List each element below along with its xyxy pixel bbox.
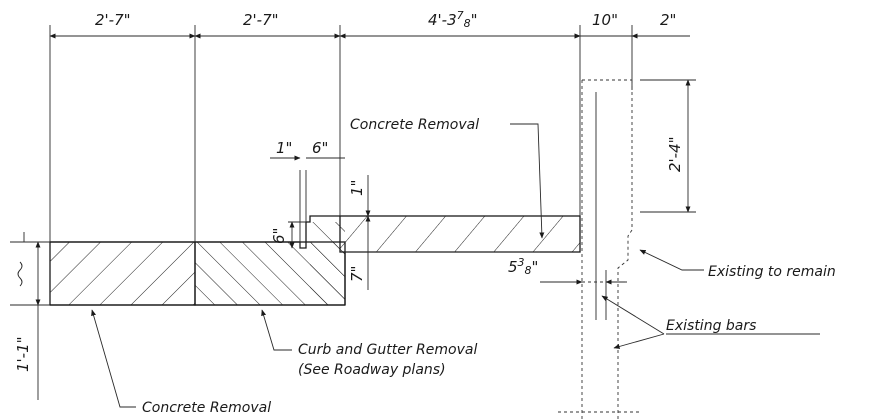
dim-slab-1in: 1": [348, 180, 366, 196]
concrete-removal-left-hatch: [49, 241, 196, 306]
dim-top-4: 10": [592, 11, 618, 29]
dim-slab-7in: 7": [348, 266, 366, 282]
note-concrete-removal-top: Concrete Removal: [350, 117, 479, 133]
top-dimension-chain: 2'-7" 2'-7" 4'-378" 10" 2": [49, 9, 690, 39]
curb-dimensions: 1" 6" 6": [270, 139, 345, 249]
dim-curb-1in: 1": [276, 139, 292, 157]
note-curb-gutter-removal-1: Curb and Gutter Removal: [298, 342, 477, 358]
dim-curb-6in-vert: 6": [270, 228, 288, 244]
dim-left-height: 1'-1": [14, 336, 32, 372]
concrete-removal-slab-hatch: [339, 215, 581, 253]
offset-dimension: 538": [508, 256, 625, 285]
extension-lines: [49, 25, 633, 242]
note-existing-bars: Existing bars: [666, 318, 756, 334]
dim-top-5: 2": [660, 11, 676, 29]
dim-top-3: 4'-378": [428, 9, 478, 30]
note-existing-to-remain: Existing to remain: [708, 264, 836, 280]
right-height-dimension: 2'-4": [666, 79, 691, 213]
removal-areas: [49, 215, 581, 306]
slab-dimensions: 1" 7": [345, 175, 540, 290]
note-concrete-removal-bottom: Concrete Removal: [142, 400, 271, 416]
dim-right-height: 2'-4": [666, 136, 684, 172]
curb-step-hatch: [310, 222, 345, 305]
annotation-notes: Concrete Removal Existing to remain Exis…: [91, 117, 836, 416]
dim-top-2: 2'-7": [243, 11, 279, 29]
dim-top-1: 2'-7": [95, 11, 131, 29]
note-curb-gutter-removal-2: (See Roadway plans): [298, 362, 446, 378]
dim-curb-6in: 6": [312, 139, 328, 157]
dim-offset: 538": [508, 256, 538, 277]
left-height-dimension: 1'-1": [14, 241, 41, 400]
